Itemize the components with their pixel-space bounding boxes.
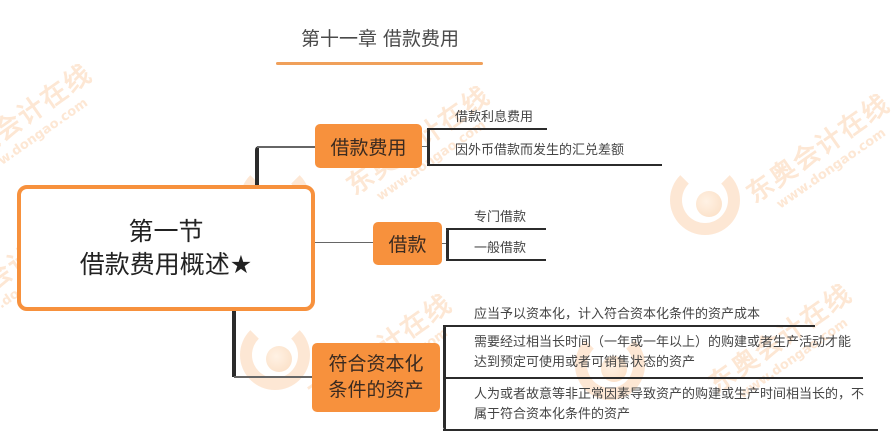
watermark-text: 东奥会计在线 www.dongao.com [741,88,892,213]
leaf-non-qualifying: 人为或者故意等非正常因素导致资产的购建或生产时间相当长的，不属于符合资本化条件的… [474,387,865,423]
leaf-capitalize: 应当予以资本化，计入符合资本化条件的资产成本 [474,307,761,322]
leaf-interest-cost: 借款利息费用 [455,110,534,125]
watermark-dot-icon [696,191,722,217]
underline-n2-c2 [446,259,546,261]
leaf-general-borrowing: 一般借款 [474,241,527,256]
chapter-title: 第十一章 借款费用 [300,28,460,50]
underline-n3-c3 [443,429,878,431]
leaf-specific-borrowing: 专门借款 [474,210,527,225]
bracket-n2 [446,228,449,261]
watermark-dot-icon [266,346,292,372]
watermark-logo-icon [670,165,740,235]
root-line2: 借款费用概述★ [79,250,253,279]
leaf-exchange-difference: 因外币借款而发生的汇兑差额 [455,143,625,158]
root-node[interactable]: 第一节 借款费用概述★ [17,185,315,311]
connector-branch-3 [234,376,312,378]
leaf-qualifying-definition: 需要经过相当长时间（一年或一年以上）的购建或者生产活动才能达到预定可使用或者可销… [474,335,852,371]
underline-n1-c1 [427,128,547,130]
node-label-line2: 条件的资产 [328,378,424,401]
title-underline [276,62,483,65]
connector-branch-2 [315,242,373,243]
node-borrowing[interactable]: 借款 [373,222,442,265]
node-borrowing-costs[interactable]: 借款费用 [315,124,422,168]
connector-trunk-lower [232,311,236,377]
node-qualifying-asset[interactable]: 符合资本化 条件的资产 [312,343,440,412]
node-label-line1: 符合资本化 [328,352,424,375]
bracket-n1 [427,128,430,166]
underline-n3-c2 [443,377,863,379]
node-label: 借款费用 [330,136,407,159]
underline-n3-c1 [443,325,815,327]
connector-n2-bracket [442,243,447,244]
underline-n2-c1 [446,228,546,230]
node-label: 借款 [388,234,427,256]
connector-trunk-upper [255,146,259,186]
connector-branch-1 [257,146,315,148]
connector-n1-bracket [422,146,428,147]
root-line1: 第一节 [128,217,204,246]
underline-n1-c2 [427,164,662,166]
watermark-text: 东奥会计在线 www.dongao.com [0,58,99,183]
